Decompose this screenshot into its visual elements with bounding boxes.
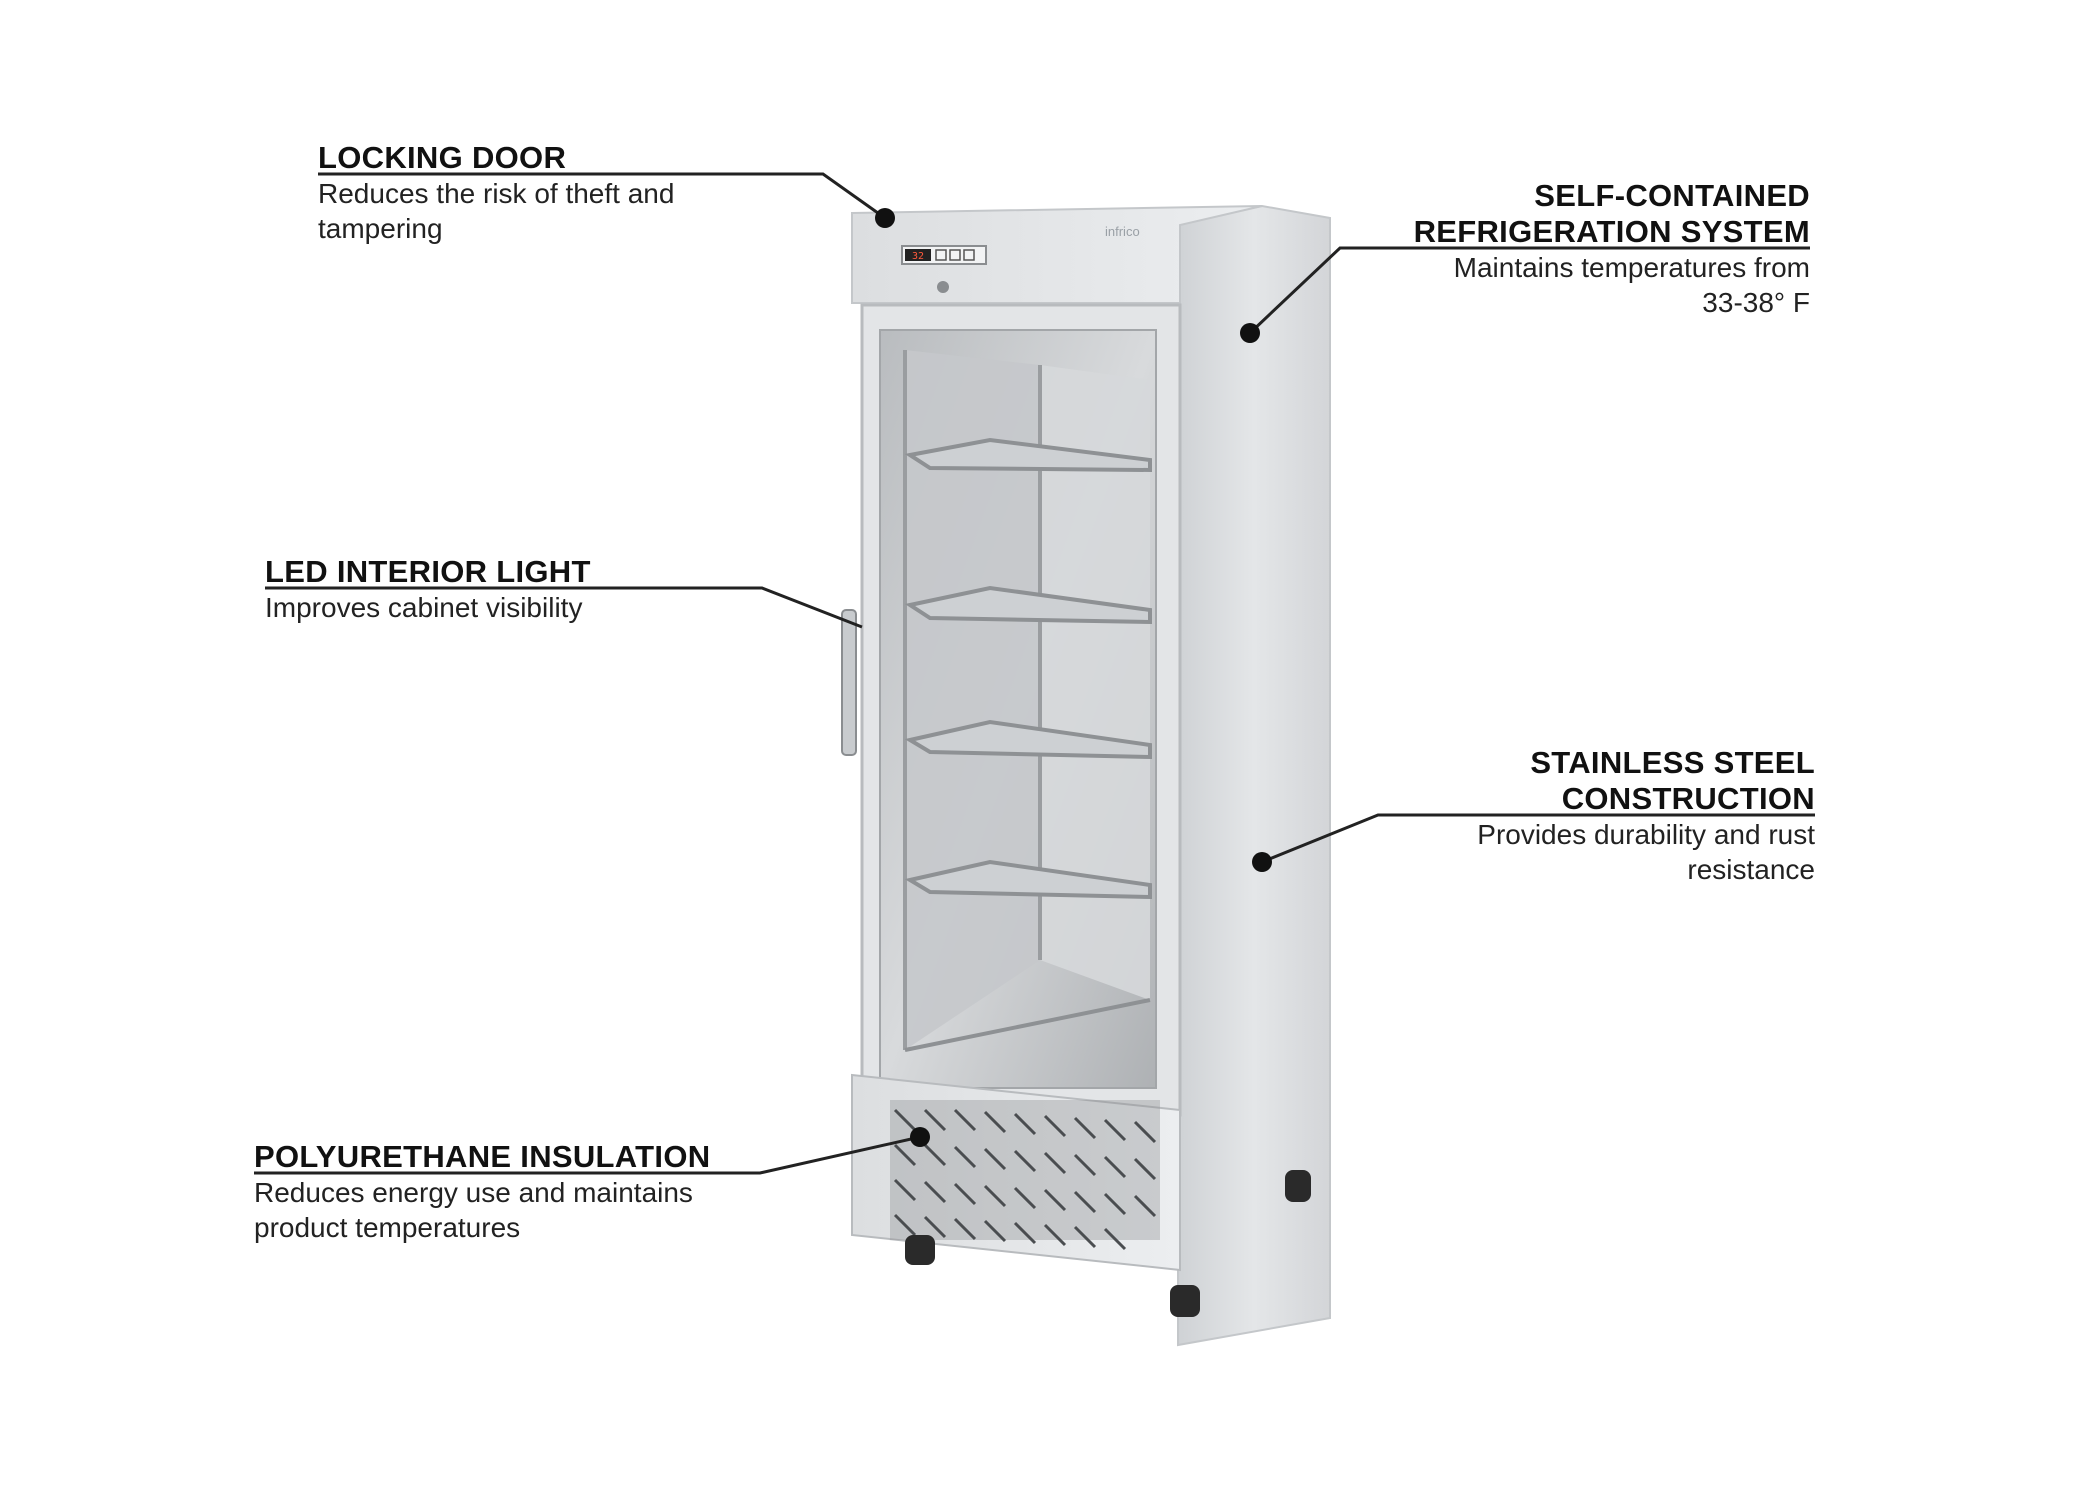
insulation-desc-line2: product temperatures	[254, 1212, 521, 1243]
locking-door-title: LOCKING DOOR	[318, 140, 567, 175]
callout-locking-door: LOCKING DOOR Reduces the risk of theft a…	[318, 140, 674, 246]
refrigeration-title-line2: REFRIGERATION SYSTEM	[1413, 214, 1810, 249]
compressor-housing	[851, 1073, 1181, 1272]
stainless-dot	[1252, 852, 1272, 872]
top-header-panel	[851, 205, 1263, 304]
refrigeration-desc-line1: Maintains temperatures from	[1453, 252, 1810, 283]
callout-led-light: LED INTERIOR LIGHT Improves cabinet visi…	[265, 554, 591, 625]
callout-dots	[875, 208, 1272, 1147]
insulation-desc-line1: Reduces energy use and maintains	[254, 1177, 693, 1208]
callout-stainless: STAINLESS STEEL CONSTRUCTION Provides du…	[1477, 745, 1815, 887]
callout-insulation: POLYURETHANE INSULATION Reduces energy u…	[254, 1139, 710, 1245]
shelves	[904, 437, 1152, 1052]
locking-door-desc-line1: Reduces the risk of theft and	[318, 178, 675, 209]
door-handle	[841, 609, 857, 756]
vent-grille	[890, 1100, 1160, 1251]
stainless-desc-line1: Provides durability and rust	[1477, 819, 1815, 850]
refrigeration-dot	[1240, 323, 1260, 343]
stainless-desc-line2: resistance	[1687, 854, 1815, 885]
leader-lines	[254, 172, 1815, 1175]
stainless-title-line2: CONSTRUCTION	[1561, 781, 1815, 816]
led-light-desc-line1: Improves cabinet visibility	[265, 592, 583, 623]
refrigeration-desc-line2: 33-38° F	[1702, 287, 1810, 318]
brand-label: infrico	[1105, 224, 1140, 239]
door-lock-icon	[937, 281, 949, 293]
led-light-title: LED INTERIOR LIGHT	[265, 554, 591, 589]
callout-refrigeration: SELF-CONTAINED REFRIGERATION SYSTEM Main…	[1414, 178, 1810, 320]
insulation-title: POLYURETHANE INSULATION	[254, 1139, 711, 1174]
caster-wheels	[905, 1170, 1311, 1317]
locking-door-desc-line2: tampering	[318, 213, 443, 244]
display-readout: 32	[912, 251, 924, 262]
refrigeration-title-line1: SELF-CONTAINED	[1534, 178, 1810, 213]
locking-door-dot	[875, 208, 895, 228]
insulation-dot	[910, 1127, 930, 1147]
stainless-title-line1: STAINLESS STEEL	[1530, 745, 1815, 780]
